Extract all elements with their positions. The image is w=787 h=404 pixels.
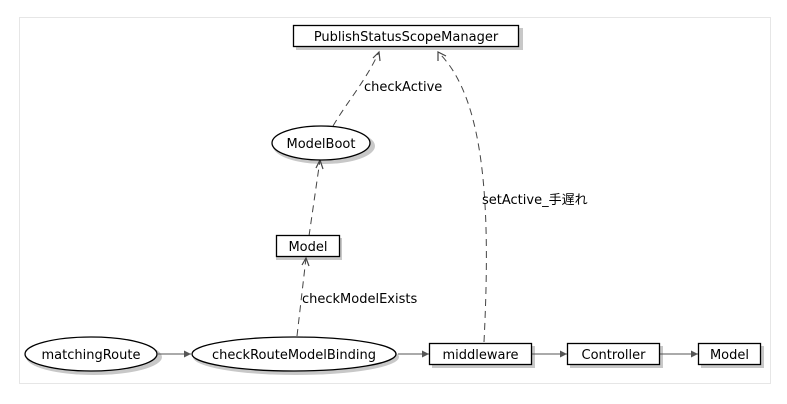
node-check-route-model-binding: checkRouteModelBinding bbox=[191, 336, 397, 372]
arrowhead bbox=[372, 50, 381, 62]
arrowhead bbox=[422, 350, 429, 358]
arrowhead bbox=[691, 350, 698, 358]
edge-label-set-active: setActive_手遅れ bbox=[482, 193, 588, 208]
edge-checkroutemodelbinding-to-model bbox=[296, 257, 307, 337]
node-matching-route: matchingRoute bbox=[24, 336, 158, 372]
node-publish-status-scope-manager: PublishStatusScopeManager bbox=[292, 24, 520, 48]
diagram-frame bbox=[19, 17, 771, 384]
arrowhead bbox=[437, 51, 447, 61]
svg-text:middleware: middleware bbox=[442, 348, 518, 363]
node-middleware: middleware bbox=[428, 342, 533, 366]
edge-model-to-modelboot bbox=[308, 159, 321, 237]
dashed-edges bbox=[296, 50, 487, 343]
node-model-boot: ModelBoot bbox=[271, 125, 371, 161]
solid-edges bbox=[158, 350, 698, 358]
node-model-mid: Model bbox=[275, 234, 341, 258]
svg-text:Model: Model bbox=[710, 348, 749, 363]
edge-middleware-to-publishstatusscopemanager bbox=[437, 51, 487, 343]
edge-label-check-active: checkActive bbox=[364, 80, 442, 95]
svg-text:Controller: Controller bbox=[582, 348, 647, 363]
svg-text:matchingRoute: matchingRoute bbox=[42, 348, 141, 363]
arrowhead bbox=[301, 256, 310, 267]
svg-text:checkRouteModelBinding: checkRouteModelBinding bbox=[212, 348, 376, 363]
node-model-end: Model bbox=[697, 342, 762, 366]
svg-text:Model: Model bbox=[288, 240, 327, 255]
edge-modelboot-to-publishstatusscopemanager bbox=[332, 51, 380, 127]
svg-text:PublishStatusScopeManager: PublishStatusScopeManager bbox=[314, 30, 499, 45]
arrowhead bbox=[560, 350, 567, 358]
edge-label-check-model-exists: checkModelExists bbox=[302, 292, 417, 307]
arrowhead bbox=[184, 350, 191, 358]
svg-text:ModelBoot: ModelBoot bbox=[287, 137, 356, 152]
node-controller: Controller bbox=[566, 342, 661, 366]
